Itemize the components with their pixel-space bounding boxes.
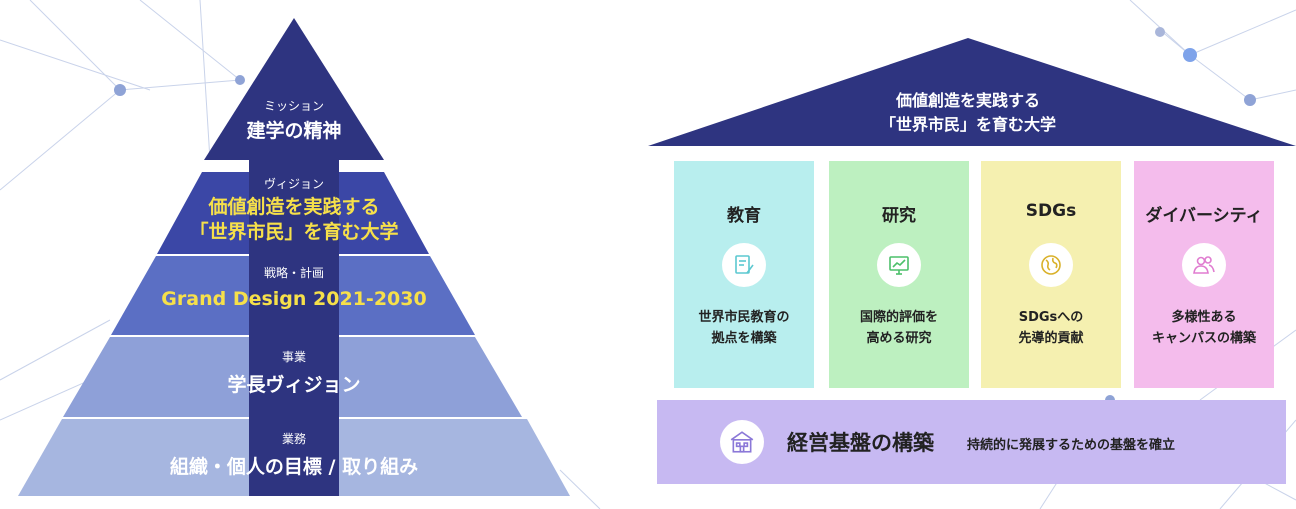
chart-monitor-icon: [877, 243, 921, 287]
globe-icon: [1029, 243, 1073, 287]
pillar-description: 世界市民教育の 拠点を構築: [698, 310, 790, 346]
business-title: 学長ヴィジョン: [227, 374, 361, 396]
pillar-title: SDGs: [1025, 201, 1077, 221]
mission-label: ミッション: [263, 99, 324, 113]
roof-line2: 「世界市民」を育む大学: [879, 115, 1056, 134]
strategy-title: Grand Design 2021-2030: [161, 288, 427, 310]
foundation-subtitle: 持続的に発展するための基盤を確立: [967, 438, 1176, 453]
people-icon: [1182, 243, 1226, 287]
mission-title: 建学の精神: [246, 120, 342, 142]
pillar-education: 教育 世界市民教育の 拠点を構築: [674, 161, 814, 388]
strategy-label: 戦略・計画: [263, 266, 324, 280]
pillar-title: 教育: [727, 206, 761, 226]
work-label: 業務: [281, 432, 306, 446]
pillar-description: SDGsへの 先導的貢献: [1018, 310, 1084, 346]
roof-line1: 価値創造を実践する: [895, 91, 1040, 110]
pillar-research: 研究 国際的評価を 高める研究: [829, 161, 969, 388]
notebook-pen-icon: [722, 243, 766, 287]
pillar-description: 国際的評価を 高める研究: [859, 310, 938, 346]
work-title: 組織・個人の目標 / 取り組み: [169, 456, 419, 478]
pyramid-tier-mission: [204, 18, 384, 160]
vision-line1: 価値創造を実践する: [208, 196, 380, 218]
foundation-title: 経営基盤の構築: [787, 431, 934, 455]
pillar-diversity: ダイバーシティ 多様性ある キャンパスの構築: [1134, 161, 1274, 388]
pillar-title: ダイバーシティ: [1145, 206, 1263, 226]
pyramid-arrow-stem: [249, 160, 339, 496]
pillar-description: 多様性ある キャンパスの構築: [1151, 310, 1256, 346]
building-icon: [720, 420, 764, 464]
vision-label: ヴィジョン: [263, 177, 324, 191]
pillar-title: 研究: [882, 206, 916, 226]
pillar-sdgs: SDGs SDGsへの 先導的貢献: [981, 161, 1121, 388]
vision-line2: 「世界市民」を育む大学: [189, 221, 399, 243]
foundation-bar: 経営基盤の構築 持続的に発展するための基盤を確立: [657, 400, 1286, 484]
business-label: 事業: [281, 350, 306, 364]
